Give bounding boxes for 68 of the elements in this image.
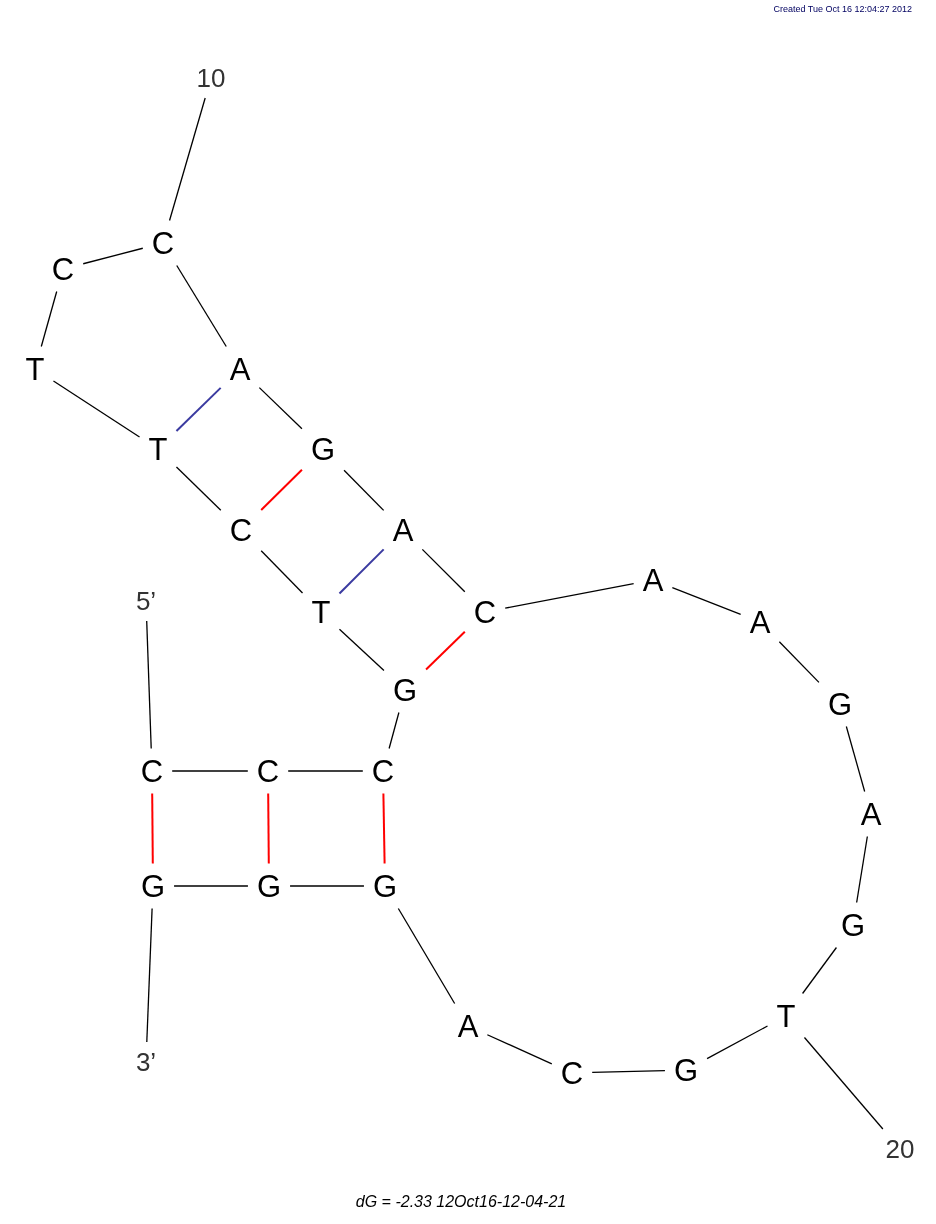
nucleotide-letter: T [25, 353, 45, 385]
creation-date-note: Created Tue Oct 16 12:04:27 2012 [773, 4, 912, 14]
backbone-line [671, 586, 742, 616]
nucleotide-letter: G [827, 688, 853, 720]
nucleotide-letter: C [560, 1057, 584, 1089]
backbone-line [173, 885, 249, 887]
nucleotide-letter: G [673, 1054, 699, 1086]
nucleotide-letter: T [776, 1000, 796, 1032]
base-pair-line [267, 792, 270, 865]
backbone-line [146, 907, 153, 1043]
nucleotide-letter: G [140, 870, 166, 902]
base-pair-line [382, 792, 386, 865]
nucleotide-letter: C [473, 596, 497, 628]
free-energy-caption: dG = -2.33 12Oct16-12-04-21 [355, 1193, 567, 1211]
position-label: 5’ [135, 588, 157, 614]
base-pair-line [338, 548, 385, 595]
nucleotide-letter: C [151, 227, 175, 259]
backbone-line [52, 380, 141, 438]
base-pair-line [425, 630, 466, 671]
backbone-line [258, 387, 303, 430]
backbone-line [388, 711, 400, 750]
nucleotide-letter: C [371, 755, 395, 787]
nucleotide-letter: T [311, 596, 331, 628]
backbone-line [146, 620, 152, 750]
backbone-line [175, 466, 222, 511]
backbone-line [289, 885, 365, 887]
nucleotide-letter: G [392, 674, 418, 706]
backbone-line [856, 835, 868, 904]
nucleotide-letter: G [840, 909, 866, 941]
backbone-line [486, 1034, 553, 1065]
base-pair-line [175, 386, 222, 432]
nucleotide-letter: G [256, 870, 282, 902]
position-label: 10 [196, 65, 226, 91]
backbone-line [421, 548, 466, 593]
nucleotide-letter: C [51, 253, 75, 285]
nucleotide-letter: C [140, 755, 164, 787]
backbone-line [168, 97, 206, 222]
nucleotide-letter: C [229, 514, 253, 546]
backbone-line [287, 770, 364, 772]
backbone-line [171, 770, 249, 772]
backbone-line [397, 907, 456, 1005]
backbone-line [338, 628, 385, 672]
nucleotide-letter: A [392, 514, 414, 546]
nucleotide-letter: A [457, 1010, 479, 1042]
backbone-line [801, 946, 838, 995]
nucleotide-letter: A [749, 606, 771, 638]
backbone-line [803, 1036, 884, 1130]
base-pair-line [151, 792, 154, 865]
nucleotide-letter: A [860, 798, 882, 830]
nucleotide-letter: G [310, 433, 336, 465]
backbone-line [778, 641, 820, 684]
backbone-line [343, 469, 385, 512]
backbone-line [706, 1025, 769, 1060]
nucleotide-letter: A [642, 564, 664, 596]
backbone-line [845, 725, 866, 793]
backbone-line [591, 1069, 666, 1074]
position-label: 3’ [135, 1049, 157, 1075]
backbone-line [504, 583, 635, 609]
nucleotide-letter: C [256, 755, 280, 787]
backbone-line [176, 264, 227, 348]
backbone-line [82, 247, 144, 265]
backbone-line [260, 550, 304, 594]
nucleotide-letter: T [148, 433, 168, 465]
backbone-line [40, 290, 58, 348]
base-pair-line [260, 468, 303, 512]
position-label: 20 [885, 1136, 915, 1162]
nucleotide-letter: A [229, 353, 251, 385]
nucleotide-letter: G [372, 870, 398, 902]
